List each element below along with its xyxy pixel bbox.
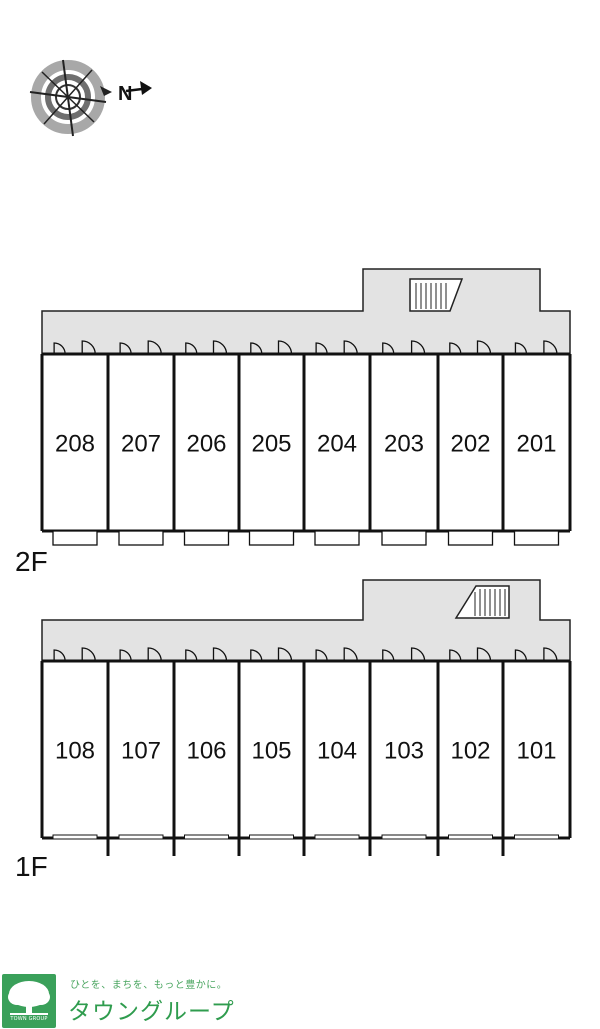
door-icon xyxy=(410,340,426,355)
balcony xyxy=(183,530,230,546)
balcony xyxy=(314,530,360,546)
unit-label: 104 xyxy=(317,738,357,765)
tree-logo-icon xyxy=(2,974,56,1028)
north-arrow-icon xyxy=(125,81,152,95)
window xyxy=(448,834,493,840)
door-icon xyxy=(277,340,293,355)
door-icon xyxy=(410,647,426,662)
door-icon xyxy=(53,342,66,355)
unit-label: 203 xyxy=(384,431,424,458)
floor-label-1f: 1F xyxy=(15,851,48,882)
unit-label: 206 xyxy=(186,431,226,458)
unit-label: 204 xyxy=(317,431,357,458)
unit-label: 108 xyxy=(55,738,95,765)
window xyxy=(514,834,559,840)
door-icon xyxy=(449,342,462,355)
balcony xyxy=(248,530,295,546)
logo-company-name: タウングループ xyxy=(68,999,235,1025)
floor-label-2f: 2F xyxy=(15,546,48,577)
stair-icon xyxy=(409,278,464,312)
door-icon xyxy=(81,340,96,355)
balcony xyxy=(52,530,98,546)
door-icon xyxy=(212,647,228,662)
balcony xyxy=(381,530,427,546)
door-icon xyxy=(382,649,395,662)
logo-brand-small: TOWN GROUP xyxy=(10,1016,48,1022)
unit-label: 107 xyxy=(121,738,161,765)
company-logo: TOWN GROUP ひとを、まちを、もっと豊かに。 タウングループ xyxy=(0,972,600,1029)
floor-2f: 208 207 206 205 204 203 202 201 2F xyxy=(15,268,572,577)
door-icon xyxy=(250,342,263,355)
door-icon xyxy=(212,340,228,355)
unit-label: 106 xyxy=(186,738,226,765)
balcony xyxy=(118,530,164,546)
window xyxy=(184,834,229,840)
door-icon xyxy=(185,342,198,355)
window xyxy=(249,834,294,840)
door-icon xyxy=(382,342,395,355)
door-icon xyxy=(147,340,162,355)
door-icon xyxy=(343,340,358,355)
stair-icon xyxy=(454,585,510,619)
door-icon xyxy=(476,647,492,662)
unit-label: 201 xyxy=(516,431,556,458)
north-label: N xyxy=(118,83,132,105)
compass-icon: N xyxy=(29,59,152,137)
unit-label: 208 xyxy=(55,431,95,458)
balcony xyxy=(513,530,560,546)
window xyxy=(118,834,164,840)
door-icon xyxy=(119,342,132,355)
door-icon xyxy=(53,649,66,662)
door-icon xyxy=(250,649,263,662)
balcony xyxy=(447,530,494,546)
unit-label: 207 xyxy=(121,431,161,458)
unit-label: 202 xyxy=(450,431,490,458)
door-icon xyxy=(185,649,198,662)
door-icon xyxy=(81,647,96,662)
door-icon xyxy=(315,649,328,662)
door-icon xyxy=(343,647,358,662)
window xyxy=(52,834,98,840)
floor-1f: 108 107 106 105 104 103 102 101 1F xyxy=(15,579,572,882)
logo-tagline: ひとを、まちを、もっと豊かに。 xyxy=(70,980,228,991)
unit-label: 205 xyxy=(251,431,291,458)
door-icon xyxy=(514,649,528,662)
door-icon xyxy=(543,340,558,355)
corridor-2f xyxy=(41,268,571,355)
door-icon xyxy=(315,342,328,355)
door-icon xyxy=(476,340,492,355)
unit-label: 103 xyxy=(384,738,424,765)
door-icon xyxy=(543,647,558,662)
corridor-1f xyxy=(41,579,571,662)
unit-label: 102 xyxy=(450,738,490,765)
door-icon xyxy=(147,647,162,662)
window xyxy=(381,834,427,840)
door-icon xyxy=(449,649,462,662)
door-icon xyxy=(277,647,293,662)
window xyxy=(314,834,360,840)
door-icon xyxy=(119,649,132,662)
door-icon xyxy=(514,342,528,355)
unit-label: 101 xyxy=(516,738,556,765)
unit-label: 105 xyxy=(251,738,291,765)
